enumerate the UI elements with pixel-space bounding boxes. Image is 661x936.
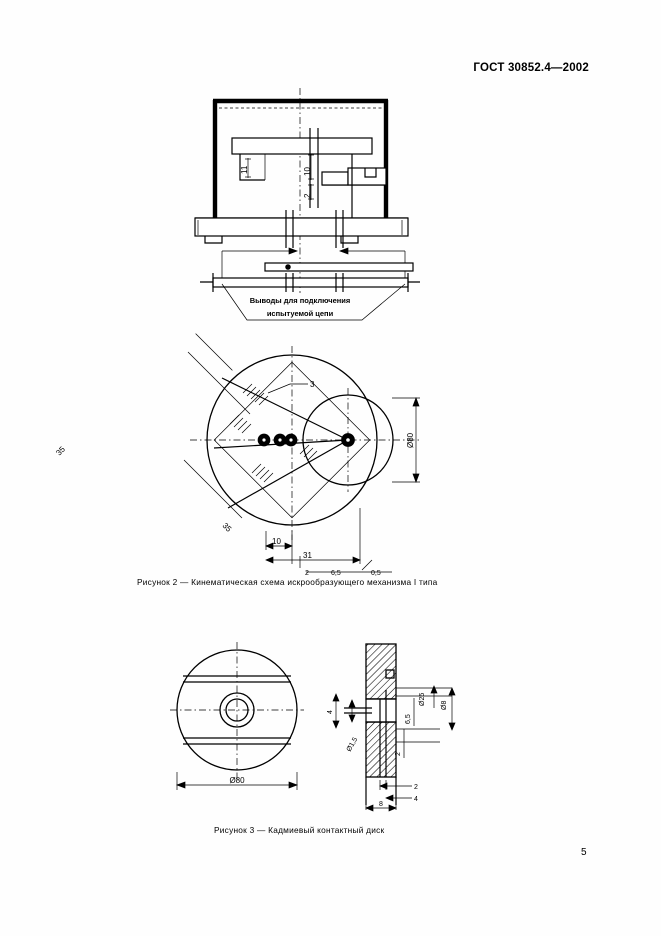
fig3-dim-disc-diameter: Ø80 <box>176 772 298 790</box>
fig3-dim-4-bottom-text: 4 <box>414 796 418 803</box>
fig2-dim-11-text: 11 <box>240 165 249 174</box>
fig2-dim-2: 2 <box>303 184 314 200</box>
fig2-inline-label-line2: испытуемой цепи <box>267 309 334 318</box>
fig2-dim-35-upper-text: 35 <box>54 444 67 457</box>
fig2-dim-05-text: 0,5 <box>371 570 381 577</box>
figure-2-caption: Рисунок 2 — Кинематическая схема искрооб… <box>137 577 438 587</box>
page-number: 5 <box>581 847 587 858</box>
fig3-dim-65: 6,5 <box>405 698 415 726</box>
fig2-dims-bottom: 10 31 <box>265 508 361 564</box>
fig3-dim-2-right-text: 2 <box>395 752 402 756</box>
fig3-dim-2-bottom-text: 2 <box>414 784 418 791</box>
fig2-dim-31-text: 31 <box>303 551 312 560</box>
fig3-dims-bottom: 2 4 8 <box>365 780 418 812</box>
fig3-dim-diam8: Ø8 <box>441 687 456 731</box>
fig2-callout-3-text: 3 <box>310 380 315 389</box>
fig3-dim-4: 4 <box>327 693 340 729</box>
fig3-dim-diam25-text: Ø25 <box>419 693 426 706</box>
fig3-dim-2-right: 2 <box>395 729 405 758</box>
fig2-dim-diam80-text: Ø80 <box>406 432 415 448</box>
fig2-upper-mechanism: 11 10 2 <box>194 88 420 321</box>
fig3-disc-section: Ø25 Ø8 6,5 2 4 <box>327 643 456 812</box>
fig2-dim-35-upper: 35 <box>54 333 251 457</box>
fig2-dim-35-lower-text: 35 <box>221 521 234 534</box>
fig2-disc-assembly: 3 35 35 <box>54 333 420 577</box>
fig2-dim-2-text: 2 <box>303 193 312 198</box>
fig2-dim-diam80: Ø80 <box>392 397 420 483</box>
fig2-inline-label-line1: Выводы для подключения <box>250 296 351 305</box>
figure-2-kinematic-scheme: 11 10 2 <box>0 88 661 577</box>
fig2-spring-hatching <box>229 383 318 483</box>
fig3-dim-4-text: 4 <box>327 710 334 714</box>
fig2-dims-bottom-right: 2 6,5 0,5 <box>299 556 392 577</box>
figure-3-caption: Рисунок 3 — Кадмиевый контактный диск <box>214 825 385 835</box>
fig2-dim-11: 11 <box>240 158 251 178</box>
fig3-dim-diam8-text: Ø8 <box>441 701 448 710</box>
fig3-dim-disc-diameter-text: Ø80 <box>229 776 245 785</box>
fig2-dim-10-text: 10 <box>303 167 312 176</box>
document-header: ГОСТ 30852.4—2002 <box>473 62 589 74</box>
fig2-dim-65-text: 6,5 <box>331 570 341 577</box>
figure-3-drawing: Ø80 <box>170 642 456 812</box>
fig2-dim-10-bottom-text: 10 <box>272 537 281 546</box>
fig3-dim-65-text: 6,5 <box>405 714 412 724</box>
fig3-dim-diam15-text: Ø1,5 <box>346 736 360 753</box>
fig3-dim-diam25: Ø25 <box>419 685 438 708</box>
fig3-disc-face: Ø80 <box>170 642 304 790</box>
fig2-dim-10: 10 <box>303 154 314 180</box>
fig3-dim-8-bottom-text: 8 <box>379 801 383 808</box>
fig2-dim-2-lower-text: 2 <box>305 570 309 577</box>
fig2-callout-3: 3 <box>267 380 315 394</box>
